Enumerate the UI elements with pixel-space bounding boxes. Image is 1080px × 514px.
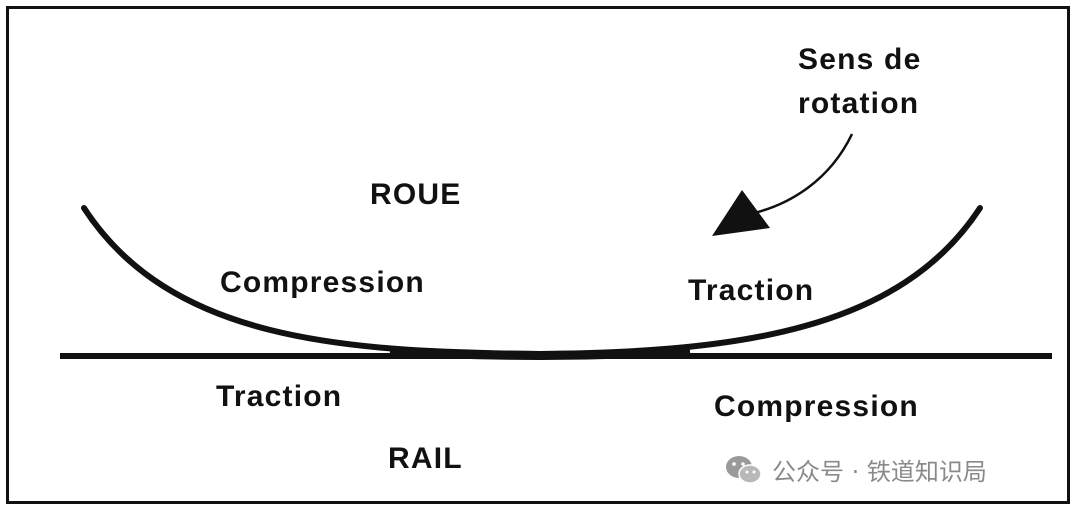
rotation-line-1: Sens de xyxy=(798,43,922,76)
rail-compression-label: Compression xyxy=(714,390,919,423)
rotation-line-2: rotation xyxy=(798,87,920,120)
rail-label: RAIL xyxy=(388,442,463,475)
contact-patch xyxy=(389,346,691,360)
rotation-arrow-stem xyxy=(749,133,854,216)
watermark-text: 公众号 · 铁道知识局 xyxy=(772,458,987,486)
rail-traction-label: Traction xyxy=(216,380,343,413)
rotation-direction-label: Sens de rotation xyxy=(798,38,921,126)
wheel-traction-label: Traction xyxy=(688,274,815,307)
wheel-label: ROUE xyxy=(370,178,462,211)
diagram-frame xyxy=(6,6,1070,504)
watermark: 公众号 · 铁道知识局 xyxy=(724,452,987,487)
wechat-icon xyxy=(726,455,762,484)
wheel-compression-label: Compression xyxy=(220,266,425,299)
wheel-curve xyxy=(81,205,983,358)
rotation-arrow-head xyxy=(712,190,770,236)
